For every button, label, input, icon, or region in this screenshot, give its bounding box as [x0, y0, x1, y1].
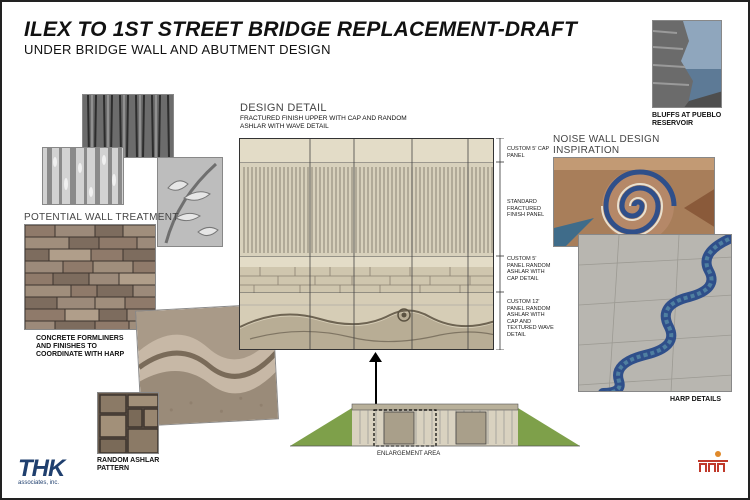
firm-logo: THK associates, inc.: [18, 455, 65, 487]
design-detail-caption: FRACTURED FINISH UPPER WITH CAP AND RAND…: [240, 115, 407, 130]
callout-fractured-panel: STANDARD FRACTURED FINISH PANEL: [507, 199, 545, 218]
stone-wall-photo: [24, 224, 156, 330]
callout-wave-panel: CUSTOM 12' PANEL RANDOM ASHLAR WITH CAP …: [507, 299, 554, 338]
bluffs-photo: [652, 20, 722, 108]
harp-caption: HARP DETAILS: [670, 396, 722, 403]
ashlar-block-photo: [97, 392, 159, 454]
callout-ashlar-cap-panel: CUSTOM 5' PANEL RANDOM ASHLAR WITH CAP D…: [507, 256, 551, 282]
firm-logo-subtext: associates, inc.: [18, 480, 60, 486]
wall-treatment-heading: POTENTIAL WALL TREATMENT: [24, 212, 179, 223]
bridge-elevation-drawing: [290, 400, 580, 450]
ashlar-caption: RANDOM ASHLAR PATTERN: [97, 457, 160, 472]
inspiration-heading: NOISE WALL DESIGN INSPIRATION: [553, 134, 660, 156]
wall-elevation-drawing: [239, 138, 494, 350]
firm-logo-mark: THK: [18, 455, 65, 482]
formliner-caption: CONCRETE FORMLINERS AND FINISHES TO COOR…: [36, 335, 125, 358]
callout-cap-panel: CUSTOM 5' CAP PANEL: [507, 146, 550, 159]
design-detail-heading: DESIGN DETAIL: [240, 102, 327, 114]
texture-leaf-photo: [157, 157, 223, 247]
arrow-head-icon: [369, 352, 382, 362]
spiral-mosaic-photo: [553, 157, 715, 247]
enlargement-label: ENLARGEMENT AREA: [377, 451, 441, 457]
bluffs-caption: BLUFFS AT PUEBLO RESERVOIR: [652, 112, 722, 127]
harp-details-photo: [578, 234, 732, 392]
callout-bracket: [496, 138, 504, 350]
city-logo-icon: [698, 451, 728, 472]
enlargement-arrow: [375, 360, 377, 404]
texture-bark-photo: [42, 147, 124, 205]
board-subtitle: UNDER BRIDGE WALL AND ABUTMENT DESIGN: [24, 42, 331, 57]
board-title: ILEX TO 1ST STREET BRIDGE REPLACEMENT-DR…: [24, 18, 578, 41]
